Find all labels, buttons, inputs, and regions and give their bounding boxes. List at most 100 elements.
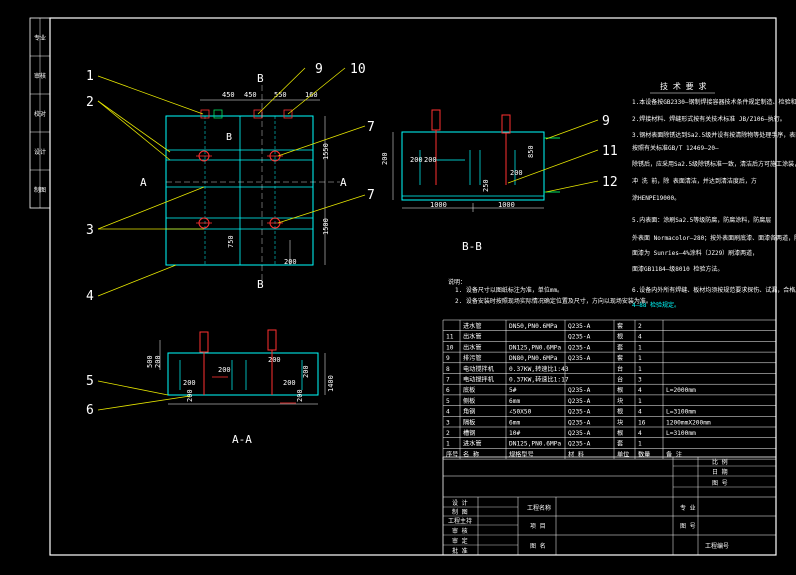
bom-cell-qty: 1 — [638, 398, 642, 405]
bom-cell-mat: Q235-A — [568, 430, 591, 437]
bb-dim-2: 200 — [424, 156, 437, 164]
aa-dim-0: 200 — [183, 379, 196, 387]
callout-9b: 9 — [602, 114, 610, 129]
section-bb-title: B-B — [462, 240, 482, 253]
bom-cell-no: 4 — [446, 409, 450, 416]
bom-cell-note: 1200mmX200mm — [666, 419, 711, 426]
callout-7a: 7 — [367, 120, 375, 135]
callout-9: 9 — [315, 62, 323, 77]
tech-notes-title: 技 术 要 求 — [660, 81, 706, 91]
bom-cell-unit: 块 — [617, 418, 623, 426]
bom-cell-spec: 6mm — [509, 398, 520, 405]
bom-cell-spec: 10# — [509, 430, 520, 437]
notes-item-0: 1. 设备尺寸以图纸标注为准，单位mm。 — [455, 286, 563, 294]
bom-cell-mat: Q235-A — [568, 344, 591, 351]
bom-cell-mat: Q235-A — [568, 398, 591, 405]
callout-4: 4 — [86, 289, 94, 304]
bom-cell-unit: 套 — [617, 322, 623, 330]
tech-line-12: 4—88 检验规定。 — [632, 301, 680, 309]
bb-dim-5: 200 — [510, 169, 523, 177]
bom-cell-qty: 4 — [638, 430, 642, 437]
bb-dim-3: 250 — [482, 179, 490, 192]
bom-cell-note: L=2000mm — [666, 387, 696, 394]
bom-cell-mat: Q235-A — [568, 355, 591, 362]
aa-dim-5: 1400 — [327, 375, 335, 392]
bom-cell-no: 5 — [446, 398, 450, 405]
bom-cell-no: 6 — [446, 387, 450, 394]
bom-cell-spec: 6mm — [509, 419, 520, 426]
bom-cell-unit: 根 — [617, 386, 623, 394]
tech-line-11: 6.设备内外所有焊缝、板材均须按规范要求探伤、试漏，合格后方可交付 JB8—CD — [632, 286, 796, 294]
bom-cell-name: 进水管 — [463, 440, 482, 448]
tech-line-9: 面漆为 Sunries—4%涂料（JZ29）刷漆两道， — [632, 249, 758, 257]
tech-line-6: 涂HENPE19000。 — [632, 194, 680, 202]
bom-cell-name: 底板 — [463, 386, 475, 394]
bom-cell-unit: 块 — [617, 397, 623, 405]
side-label-1: 审核 — [34, 72, 46, 80]
bom-cell-name: 侧板 — [463, 397, 475, 405]
tb-left-4: 审 定 — [452, 537, 468, 545]
bom-cell-unit: 台 — [617, 376, 623, 384]
section-mark-a-right: A — [340, 176, 347, 189]
bom-header-qty: 数量 — [638, 450, 650, 458]
callout-12: 12 — [602, 175, 618, 190]
bom-cell-mat: Q235-A — [568, 334, 591, 341]
bom-cell-no: 7 — [446, 377, 450, 384]
bom-cell-qty: 1 — [638, 441, 642, 448]
bom-cell-spec: 0.37KW,转速比1:17 — [509, 376, 569, 384]
bom-cell-qty: 2 — [638, 323, 642, 330]
bom-cell-unit: 根 — [617, 333, 623, 341]
section-aa-view — [159, 329, 326, 405]
bom-cell-no: 3 — [446, 419, 450, 426]
aa-dim-2: 200 — [283, 379, 296, 387]
tech-line-2: 3.钢材表面除锈达到Sa2.5级并设有按清除物等处理手序，表面应 — [632, 131, 796, 139]
aa-dim-3: 200 — [268, 356, 281, 364]
tb-right-1: 日 期 — [712, 468, 728, 476]
plan-dim-450a: 450 — [222, 91, 235, 99]
bom-cell-note: L=3100mm — [666, 430, 696, 437]
aa-left-dim-1: 200 — [154, 355, 162, 368]
plan-dim-1550: 1550 — [322, 143, 330, 160]
bom-cell-mat: Q235-A — [568, 419, 591, 426]
bom-cell-unit: 台 — [617, 365, 623, 373]
plan-dim-200: 200 — [284, 258, 297, 266]
bom-header-unit: 单位 — [617, 450, 629, 458]
section-aa-title: A-A — [232, 433, 252, 446]
bom-cell-name: 排污管 — [463, 354, 482, 362]
section-mark-b-bottom: B — [257, 278, 264, 291]
tb-item-label: 项 目 — [530, 523, 546, 530]
bom-cell-qty: 4 — [638, 409, 642, 416]
section-mark-a-left: A — [140, 176, 147, 189]
tech-line-3: 按照有关标准GB/T 12469—20— — [632, 144, 719, 152]
bom-cell-name: 槽钢 — [463, 429, 475, 437]
section-bb-labels: B-B 200 200 200 250 850 200 1000 1000 — [381, 145, 535, 253]
section-aa-labels: A-A 500 200 200 200 200 200 200 1400 200… — [146, 355, 335, 446]
bom-cell-no: 10 — [446, 344, 454, 351]
tb-left-5: 批 准 — [452, 547, 468, 555]
bom-cell-qty: 4 — [638, 387, 642, 394]
tb-left-2: 工程主持 — [448, 517, 472, 525]
bom-cell-spec: DN125,PN0.6MPa — [509, 344, 561, 351]
bom-cell-mat: Q235-A — [568, 323, 591, 330]
bom-cell-mat: Q235-A — [568, 441, 591, 448]
callout-5: 5 — [86, 374, 94, 389]
tech-notes: 技 术 要 求 1.本设备按GB2330—钢制焊接容器技术条件规定制造、检验和验… — [632, 81, 796, 309]
bom-cell-spec: 5# — [509, 387, 517, 394]
callout-leaders — [97, 67, 599, 411]
plan-dim-450b: 450 — [244, 91, 257, 99]
bom-cell-no: 9 — [446, 355, 450, 362]
bom-cell-unit: 根 — [617, 408, 623, 416]
callout-1: 1 — [86, 69, 94, 84]
tech-line-8: 外表面 Normacolor—280；按外表面刷底漆、面漆各两道，防腐 — [632, 234, 796, 242]
callout-numbers: 1 2 3 4 5 6 7 7 9 10 9 11 12 — [86, 62, 618, 418]
tech-line-5: 冲 洗 前，除 表面清洁，并达到清洁度后，方 — [632, 177, 757, 185]
tb-right-0: 比 例 — [712, 458, 728, 466]
bom-cell-note: L=3100mm — [666, 409, 696, 416]
bb-dim-0: 200 — [381, 152, 389, 165]
side-label-3: 设计 — [34, 148, 46, 156]
bb-dim-1: 200 — [410, 156, 423, 164]
callout-10: 10 — [350, 62, 366, 77]
aa-left-dim-0: 500 — [146, 355, 154, 368]
